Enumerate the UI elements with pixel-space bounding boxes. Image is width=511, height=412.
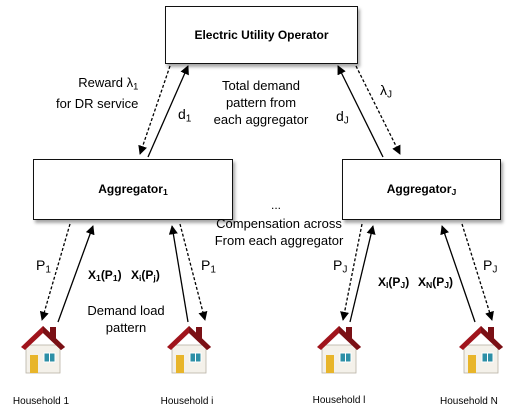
aggregator-j-box: AggregatorJ <box>342 159 501 220</box>
compensation-label: Compensation across From each aggregator <box>214 216 344 248</box>
arrow-d1-to-operator <box>147 65 189 158</box>
xn-label: XN(PJ) <box>418 275 454 291</box>
household-l-label: Household l <box>312 395 366 406</box>
p1-right-label: P1 <box>201 257 216 276</box>
dj-label: dJ <box>336 108 349 127</box>
d1-label: d1 <box>178 106 192 125</box>
lambda-j-label: λJ <box>380 82 393 101</box>
p1-left-label: P1 <box>36 257 51 276</box>
demand-load-label: Demand load pattern <box>87 303 165 335</box>
total-demand-label: Total demand pattern from each aggregato… <box>213 78 309 127</box>
arrow-p1-to-household-i <box>179 223 208 321</box>
house-icon <box>166 323 212 380</box>
xi-label: Xi(Pj) <box>131 268 160 284</box>
arrow-p1-to-household-1 <box>39 223 71 321</box>
household-1-label: Household 1 <box>12 396 70 407</box>
ellipsis-label: ... <box>271 198 282 212</box>
arrow-pj-to-household-l <box>340 223 363 321</box>
arrow-lambdaj-to-aggregator-j <box>355 65 401 155</box>
pj-right-label: PJ <box>483 257 498 276</box>
x1-label: X1(P1) <box>88 268 122 284</box>
arrow-xi-to-aggregator-1 <box>168 225 189 323</box>
arrow-dj-to-operator <box>337 65 384 158</box>
reward-label: Reward λ1 for DR service <box>56 75 139 112</box>
arrow-xn-to-aggregator-j <box>440 225 476 323</box>
house-icon <box>316 323 362 380</box>
house-icon <box>20 323 66 380</box>
xl-label: Xl(PJ) <box>378 275 410 291</box>
arrow-x1-to-aggregator-1 <box>57 225 95 323</box>
pj-left-label: PJ <box>333 257 348 276</box>
aggregator-1-box: Aggregator1 <box>33 159 233 220</box>
house-icon <box>458 323 504 380</box>
arrow-pj-to-household-n <box>461 223 494 321</box>
household-n-label: Household N <box>440 396 498 407</box>
electric-utility-operator-box: Electric Utility Operator <box>165 6 358 64</box>
household-i-label: Household i <box>160 396 214 407</box>
operator-label: Electric Utility Operator <box>194 28 329 42</box>
arrow-xl-to-aggregator-j <box>349 225 376 323</box>
aggregator-j-label: AggregatorJ <box>386 181 457 198</box>
aggregator-1-label: Aggregator1 <box>98 181 168 198</box>
arrow-reward-to-aggregator-1 <box>138 65 171 155</box>
